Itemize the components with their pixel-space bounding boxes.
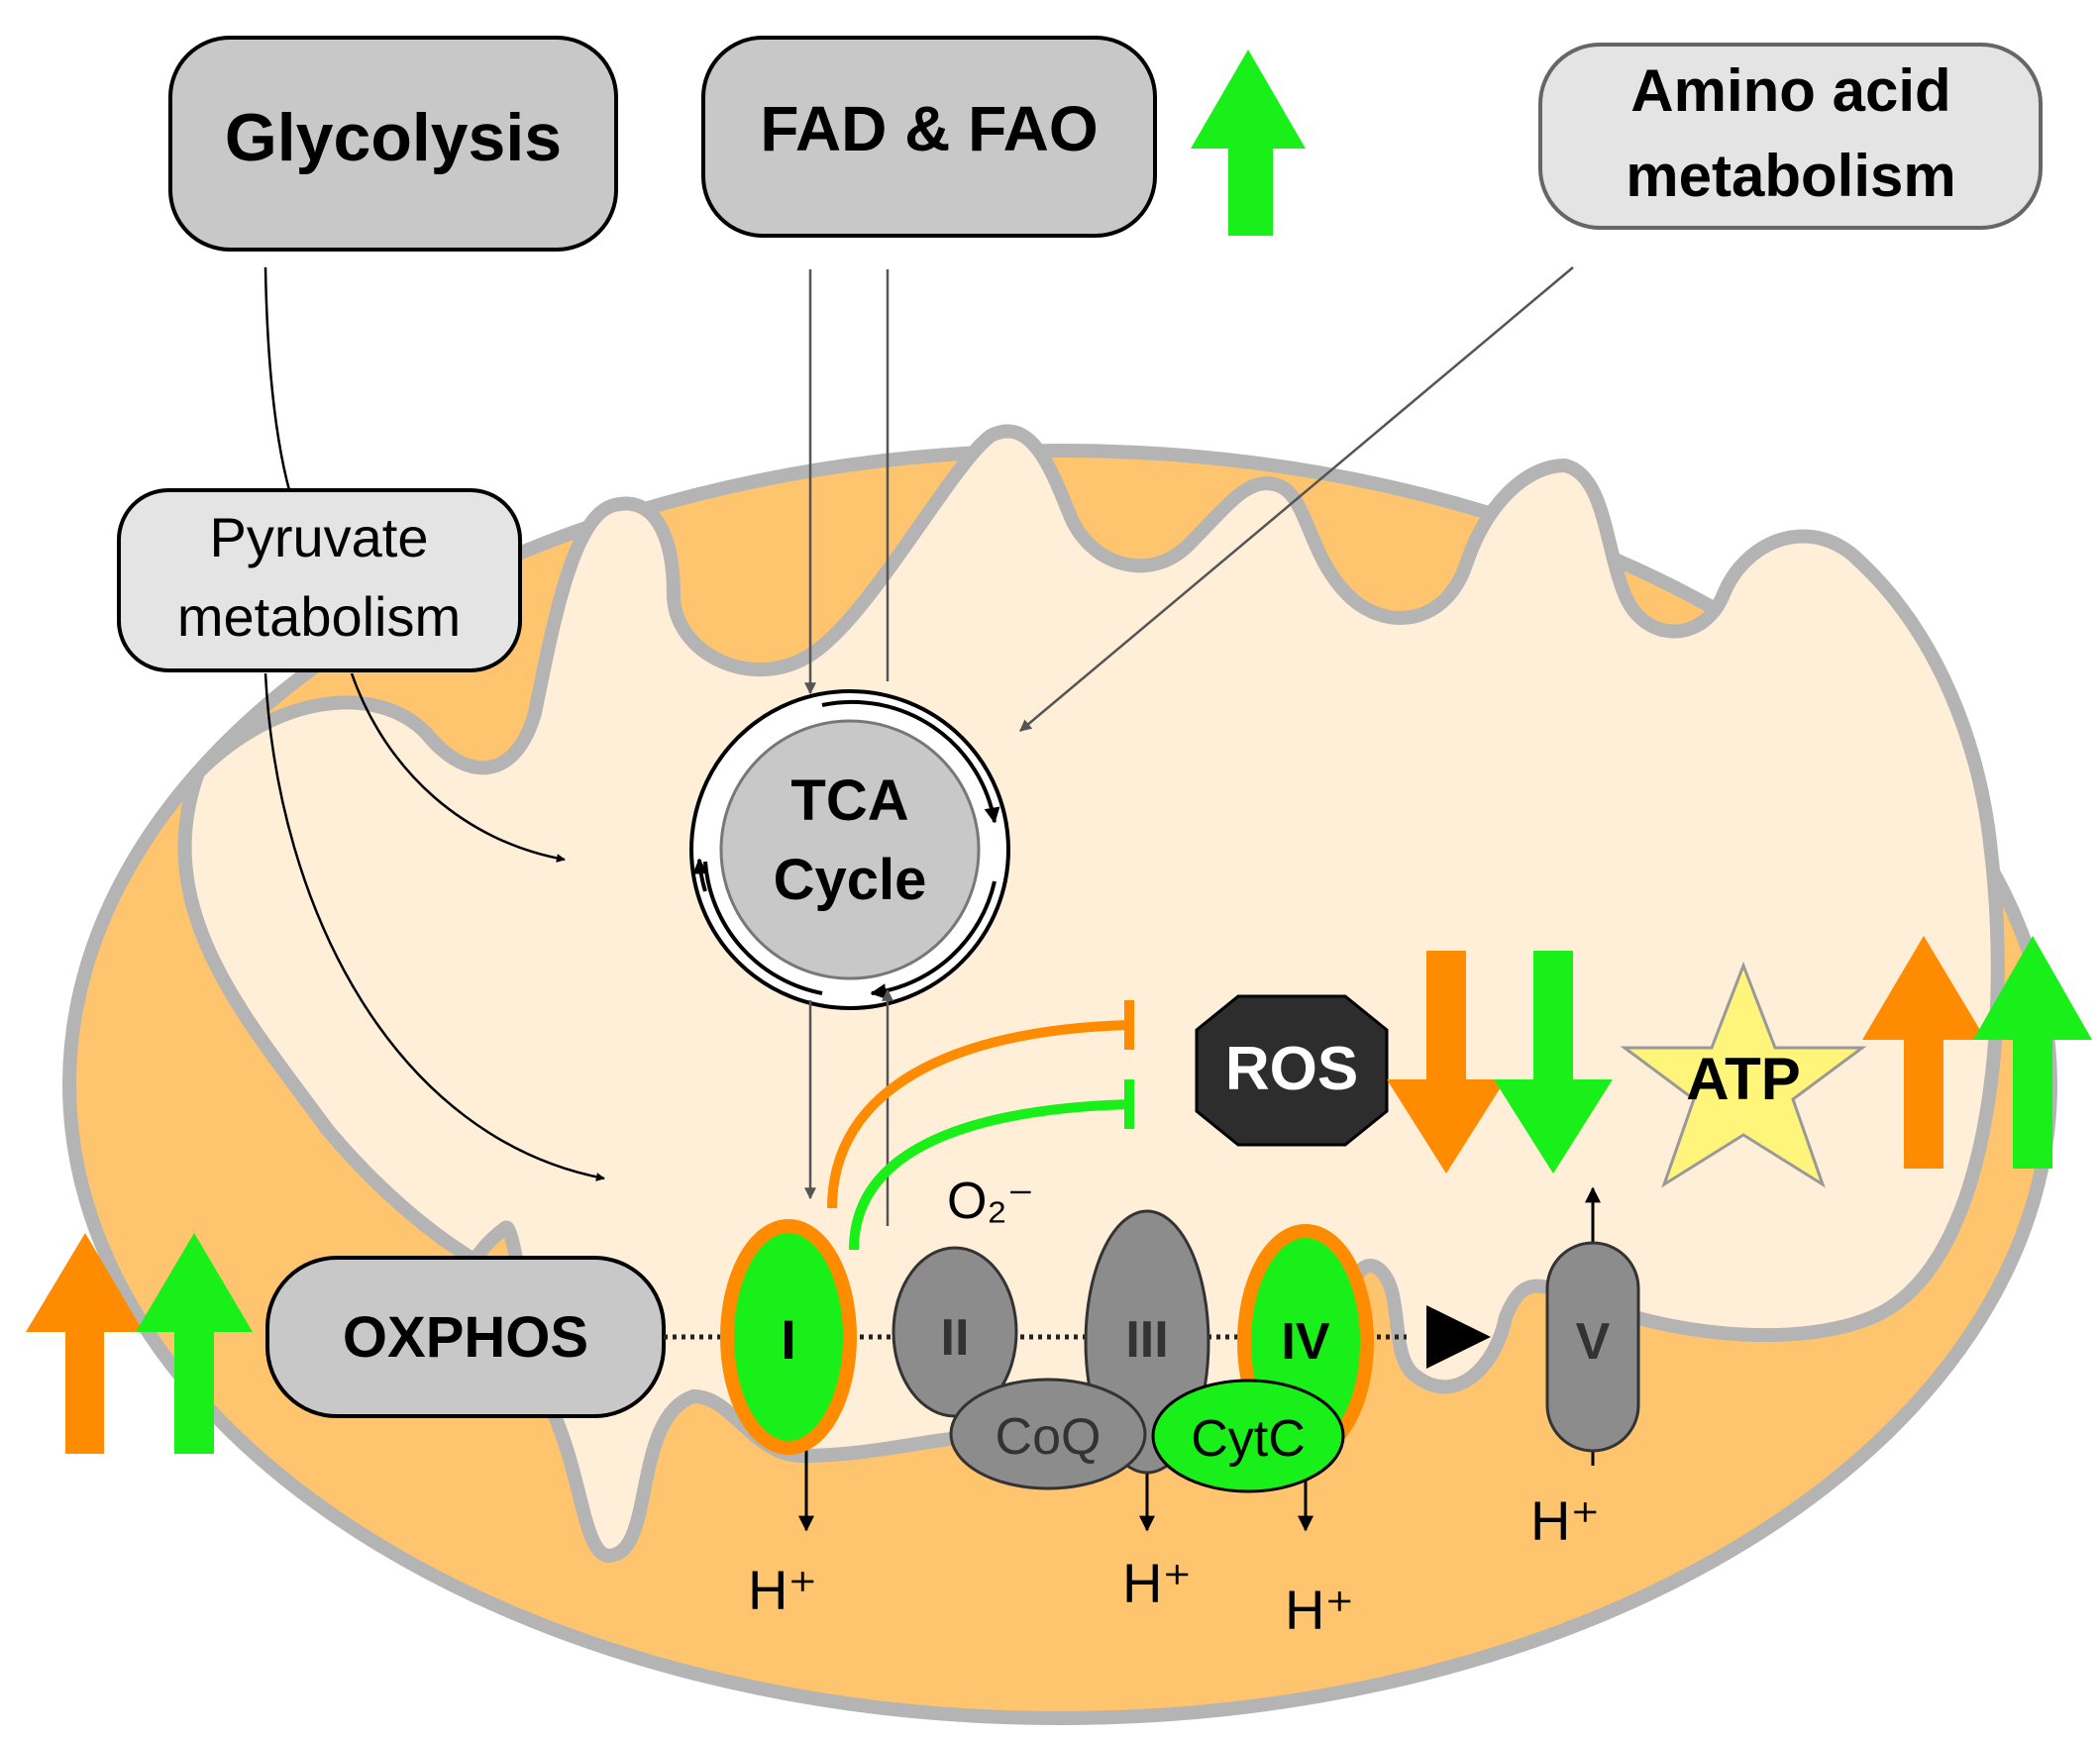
pyruvate-to-tca-arrow xyxy=(350,672,566,863)
complex-5: V xyxy=(1545,1186,1640,1466)
amino-to-tca-arrow xyxy=(1019,266,1574,732)
glycolysis-box: Glycolysis xyxy=(168,36,618,252)
complex-3-label: III xyxy=(1125,1311,1168,1369)
pyruvate-to-oxphos-arrow xyxy=(263,672,605,1181)
fad-fao-box: FAD & FAO xyxy=(701,36,1157,238)
complex-4-label: IV xyxy=(1281,1313,1329,1371)
coq: CoQ xyxy=(949,1378,1147,1490)
oxphos-green-up-arrow xyxy=(136,1233,253,1454)
amino-acid-label-line1: Amino acid xyxy=(1630,57,1950,124)
pyruvate-label-line1: Pyruvate xyxy=(210,506,429,568)
green-inhibition-line xyxy=(849,1099,1130,1251)
complex-1-label: I xyxy=(781,1308,796,1371)
glycolysis-to-pyruvate-line xyxy=(263,266,291,491)
atp-orange-up-arrow xyxy=(1862,936,1986,1169)
ros-label: ROS xyxy=(1225,1035,1358,1103)
pyruvate-label-line2: metabolism xyxy=(177,585,461,648)
fad-fao-up-arrow xyxy=(1191,50,1306,236)
tca-cycle: TCA Cycle xyxy=(689,689,1010,1010)
proton-label-complex1: H⁺ xyxy=(748,1559,817,1621)
ros-green-down-arrow xyxy=(1494,951,1613,1174)
proton-label-complex5: H⁺ xyxy=(1530,1489,1600,1552)
fad-fao-label: FAD & FAO xyxy=(760,93,1098,164)
complex-2-label: II xyxy=(941,1309,970,1367)
orange-inhibition-line xyxy=(827,1020,1130,1209)
tca-label-line1: TCA xyxy=(790,768,908,833)
oxphos-box: OXPHOS xyxy=(265,1256,666,1418)
amino-acid-label-line2: metabolism xyxy=(1626,143,1955,209)
ros-hexagon: ROS xyxy=(1195,994,1389,1147)
complex-2: II xyxy=(892,1246,1018,1418)
complex-5-label: V xyxy=(1576,1313,1611,1371)
cytc-label: CytC xyxy=(1191,1410,1306,1468)
coq-label: CoQ xyxy=(996,1408,1102,1466)
proton-label-complex4: H⁺ xyxy=(1285,1579,1354,1641)
amino-acid-box: Amino acid metabolism xyxy=(1538,43,2043,230)
cytc: CytC xyxy=(1151,1379,1345,1493)
etc-to-atp-synthase-arrow xyxy=(1426,1305,1491,1369)
oxphos-label: OXPHOS xyxy=(343,1305,588,1370)
atp-label: ATP xyxy=(1686,1046,1801,1112)
pyruvate-box: Pyruvate metabolism xyxy=(117,488,522,672)
oxphos-orange-up-arrow xyxy=(26,1233,144,1454)
atp-green-up-arrow xyxy=(1973,936,2092,1169)
superoxide-label: O₂⁻ xyxy=(947,1173,1034,1230)
glycolysis-label: Glycolysis xyxy=(225,100,562,175)
tca-label-line2: Cycle xyxy=(774,848,927,912)
ros-orange-down-arrow xyxy=(1387,951,1506,1174)
proton-label-complex3: H⁺ xyxy=(1122,1552,1192,1614)
atp-star: ATP xyxy=(1620,961,1867,1188)
complex-1: I xyxy=(720,1219,857,1532)
